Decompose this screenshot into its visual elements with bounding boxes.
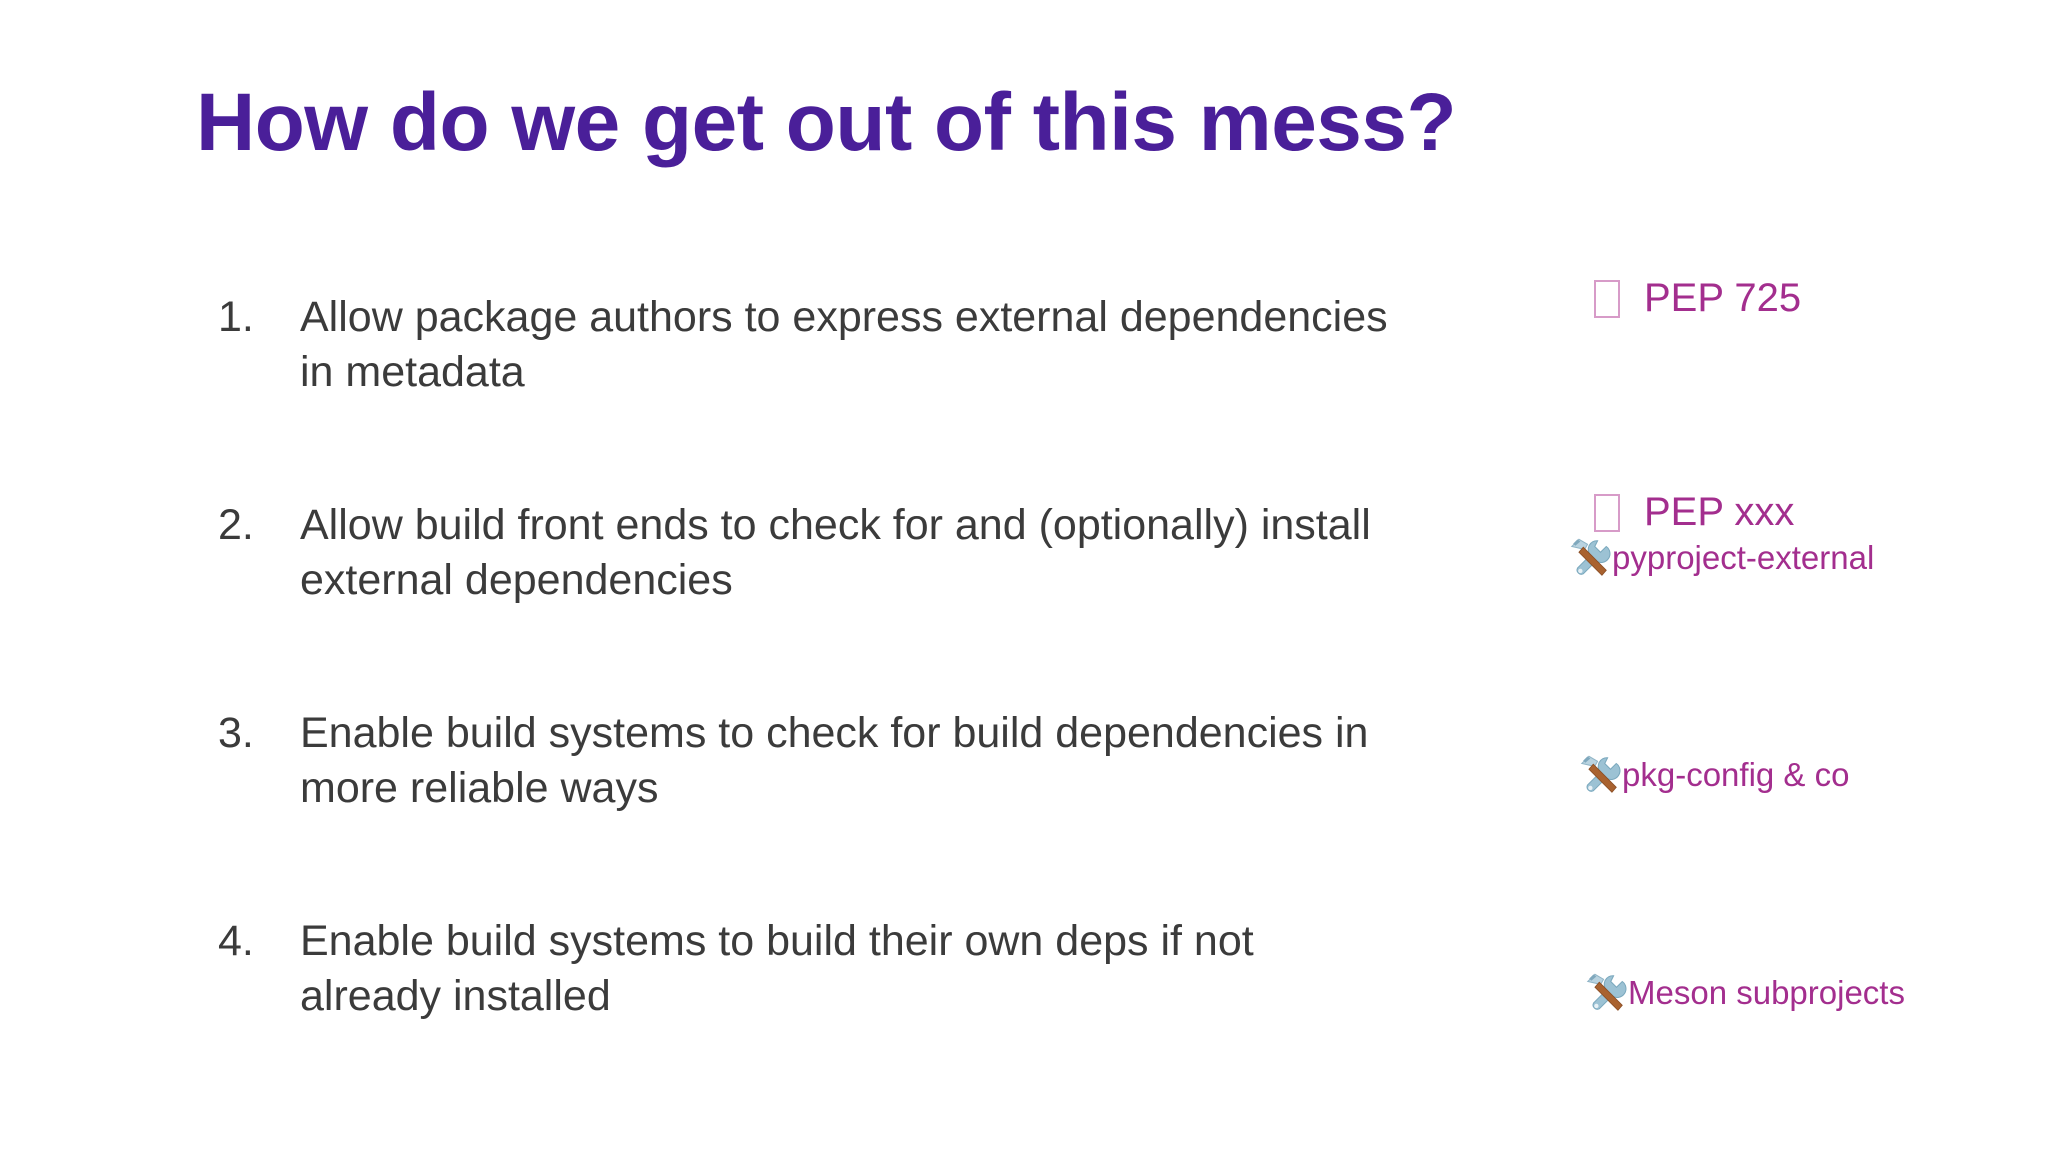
item-text: Allow package authors to express externa… <box>300 293 1388 397</box>
list-item: 2. Allow build front ends to check for a… <box>0 490 2048 608</box>
annotations-group: PEP 725 <box>1560 276 2048 321</box>
annotation-label: PEP xxx <box>1644 490 1795 534</box>
annotation-pep-725: PEP 725 <box>1594 276 2048 321</box>
page-title: How do we get out of this mess? <box>196 77 1457 168</box>
item-number: 4. <box>218 917 254 965</box>
numbered-item-3: 3. Enable build systems to check for bui… <box>0 706 1400 816</box>
list-item: 3. Enable build systems to check for bui… <box>0 706 2048 816</box>
annotation-meson-subprojects: Meson subprojects <box>1582 970 2048 1016</box>
item-text: Enable build systems to check for build … <box>300 709 1369 813</box>
item-number: 3. <box>218 709 254 757</box>
annotations-group: PEP xxx <box>1560 490 2048 581</box>
annotations-group: pkg-config & co <box>1560 752 2048 798</box>
numbered-item-2: 2. Allow build front ends to check for a… <box>0 498 1400 608</box>
item-number: 1. <box>218 293 254 341</box>
list-item: 1. Allow package authors to express exte… <box>0 276 2048 400</box>
numbered-item-1: 1. Allow package authors to express exte… <box>0 290 1400 400</box>
item-number: 2. <box>218 501 254 549</box>
content-area: 1. Allow package authors to express exte… <box>0 276 2048 1070</box>
annotation-label: pkg-config & co <box>1622 756 1850 793</box>
hammer-and-wrench-icon <box>1576 752 1622 798</box>
annotation-pep-xxx: PEP xxx <box>1594 490 2048 535</box>
annotation-label: PEP 725 <box>1644 276 1802 320</box>
tofu-box-icon <box>1594 279 1620 318</box>
item-text: Allow build front ends to check for and … <box>300 501 1371 605</box>
tofu-box-icon <box>1594 493 1620 532</box>
list-item: 4. Enable build systems to build their o… <box>0 914 2048 1024</box>
annotation-label: pyproject-external <box>1612 539 1875 576</box>
annotation-pyproject-external: pyproject-external <box>1566 535 2048 581</box>
annotation-pkg-config: pkg-config & co <box>1576 752 2048 798</box>
annotation-label: Meson subprojects <box>1628 974 1905 1011</box>
item-text: Enable build systems to build their own … <box>300 917 1254 1021</box>
hammer-and-wrench-icon <box>1582 970 1628 1016</box>
hammer-and-wrench-icon <box>1566 535 1612 581</box>
annotations-group: Meson subprojects <box>1560 970 2048 1016</box>
numbered-item-4: 4. Enable build systems to build their o… <box>0 914 1400 1024</box>
